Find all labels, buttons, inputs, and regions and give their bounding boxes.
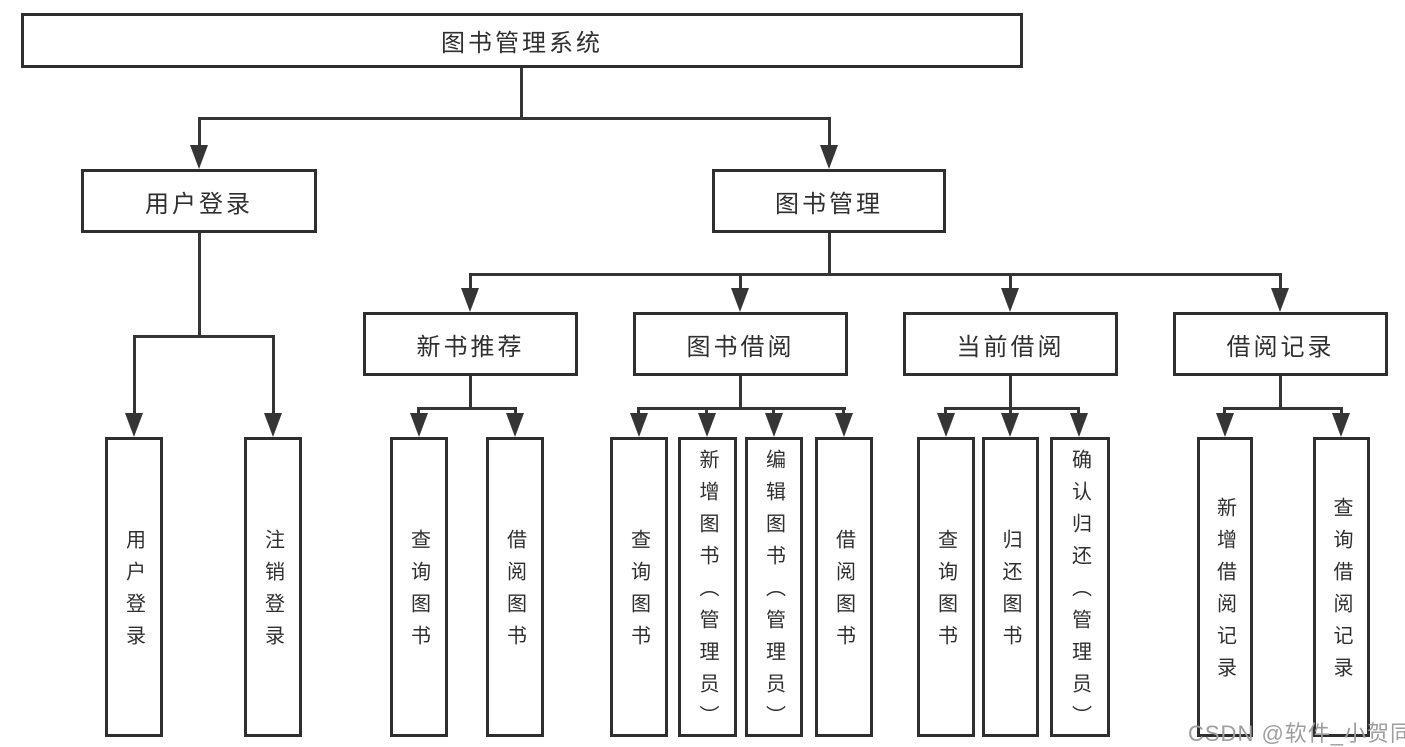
node-label: 图书借阅 — [686, 333, 795, 361]
arrowhead-icon — [506, 413, 524, 437]
connector-stub — [272, 335, 275, 415]
connector-book-mgmt-trunk — [828, 233, 831, 273]
arrowhead-icon — [835, 413, 853, 437]
connector-stub — [842, 407, 845, 415]
node-current-borrowing: 当前借阅 — [903, 312, 1118, 376]
connector-bar — [637, 407, 846, 410]
node-label: 图书管理 — [775, 190, 883, 218]
leaf-query-books-borrowing: 查询图书 — [610, 437, 668, 737]
connector-level2-bar — [198, 117, 831, 120]
connector-user-login-trunk — [198, 233, 201, 335]
node-label: 借阅图书 — [503, 529, 526, 657]
arrowhead-icon — [820, 145, 838, 169]
connector-stub — [469, 273, 472, 291]
node-borrowing-records: 借阅记录 — [1173, 312, 1388, 376]
node-label: 查询借阅记录 — [1330, 497, 1352, 689]
arrowhead-icon — [1001, 288, 1019, 312]
arrowhead-icon — [461, 288, 479, 312]
arrowhead-icon — [630, 413, 648, 437]
node-new-book-recommend: 新书推荐 — [363, 312, 578, 376]
connector-stub — [514, 407, 517, 415]
leaf-logout: 注销登录 — [244, 437, 302, 737]
connector-bar — [1223, 407, 1343, 410]
connector-stub — [705, 407, 708, 415]
leaf-confirm-return-admin: 确认归还（管理员） — [1050, 437, 1110, 737]
node-label: 图书管理系统 — [441, 30, 603, 57]
leaf-borrow-books: 借阅图书 — [815, 437, 873, 737]
connector-bar — [944, 407, 1080, 410]
leaf-edit-books-admin: 编辑图书（管理员） — [745, 437, 803, 737]
connector-stub — [1340, 407, 1343, 415]
arrowhead-icon — [264, 413, 282, 437]
node-label: 当前借阅 — [956, 333, 1065, 361]
arrowhead-icon — [1070, 413, 1088, 437]
connector-stub — [772, 407, 775, 415]
connector-user-login-bar — [133, 335, 275, 338]
node-user-login-branch: 用户登录 — [81, 169, 317, 233]
arrowhead-icon — [765, 413, 783, 437]
connector-trunk — [1279, 376, 1282, 407]
arrowhead-icon — [125, 413, 143, 437]
connector-bar — [417, 407, 517, 410]
node-label: 新书推荐 — [416, 333, 525, 361]
leaf-query-borrow-record: 查询借阅记录 — [1313, 437, 1370, 737]
connector-stub — [417, 407, 420, 415]
leaf-query-books-current: 查询图书 — [917, 437, 975, 737]
arrowhead-icon — [698, 413, 716, 437]
connector-stub — [1009, 273, 1012, 291]
arrowhead-icon — [1271, 288, 1289, 312]
arrowhead-icon — [1001, 413, 1019, 437]
leaf-borrow-books-recommend: 借阅图书 — [486, 437, 544, 737]
connector-root-trunk — [520, 68, 523, 117]
connector-level3-bar — [469, 273, 1282, 276]
node-label: 注销登录 — [261, 529, 284, 657]
connector-stub — [944, 407, 947, 415]
connector-trunk — [739, 376, 742, 407]
leaf-return-books: 归还图书 — [982, 437, 1039, 737]
arrowhead-icon — [937, 413, 955, 437]
node-label: 借阅图书 — [832, 529, 855, 657]
connector-stub — [1279, 273, 1282, 291]
arrowhead-icon — [410, 413, 428, 437]
node-label: 查询图书 — [407, 529, 430, 657]
node-label: 用户登录 — [122, 529, 145, 657]
connector-stub — [637, 407, 640, 415]
leaf-add-books-admin: 新增图书（管理员） — [678, 437, 737, 737]
leaf-user-login: 用户登录 — [105, 437, 163, 737]
arrowhead-icon — [190, 145, 208, 169]
csdn-watermark: CSDN @软件_小贺同学 — [1188, 721, 1405, 746]
node-label: 归还图书 — [999, 529, 1021, 657]
node-label: 查询图书 — [627, 529, 650, 657]
arrowhead-icon — [1332, 413, 1350, 437]
node-label: 编辑图书（管理员） — [762, 449, 785, 737]
node-label: 确认归还（管理员） — [1068, 449, 1091, 737]
node-label: 查询图书 — [934, 529, 957, 657]
node-label: 新增图书（管理员） — [696, 449, 718, 737]
connector-stub — [1223, 407, 1226, 415]
connector-stub — [198, 117, 201, 147]
arrowhead-icon — [1216, 413, 1234, 437]
leaf-add-borrow-record: 新增借阅记录 — [1197, 437, 1253, 737]
connector-stub — [739, 273, 742, 291]
node-book-borrowing: 图书借阅 — [633, 312, 848, 376]
node-book-management-branch: 图书管理 — [712, 169, 946, 233]
connector-stub — [133, 335, 136, 415]
connector-stub — [1009, 407, 1012, 415]
leaf-query-books-recommend: 查询图书 — [390, 437, 448, 737]
node-label: 用户登录 — [145, 190, 253, 218]
connector-stub — [1077, 407, 1080, 415]
node-library-management-system: 图书管理系统 — [21, 13, 1023, 68]
node-label: 借阅记录 — [1226, 333, 1335, 361]
arrowhead-icon — [731, 288, 749, 312]
connector-trunk — [1009, 376, 1012, 407]
node-label: 新增借阅记录 — [1213, 497, 1236, 689]
connector-stub — [828, 117, 831, 147]
connector-trunk — [469, 376, 472, 407]
